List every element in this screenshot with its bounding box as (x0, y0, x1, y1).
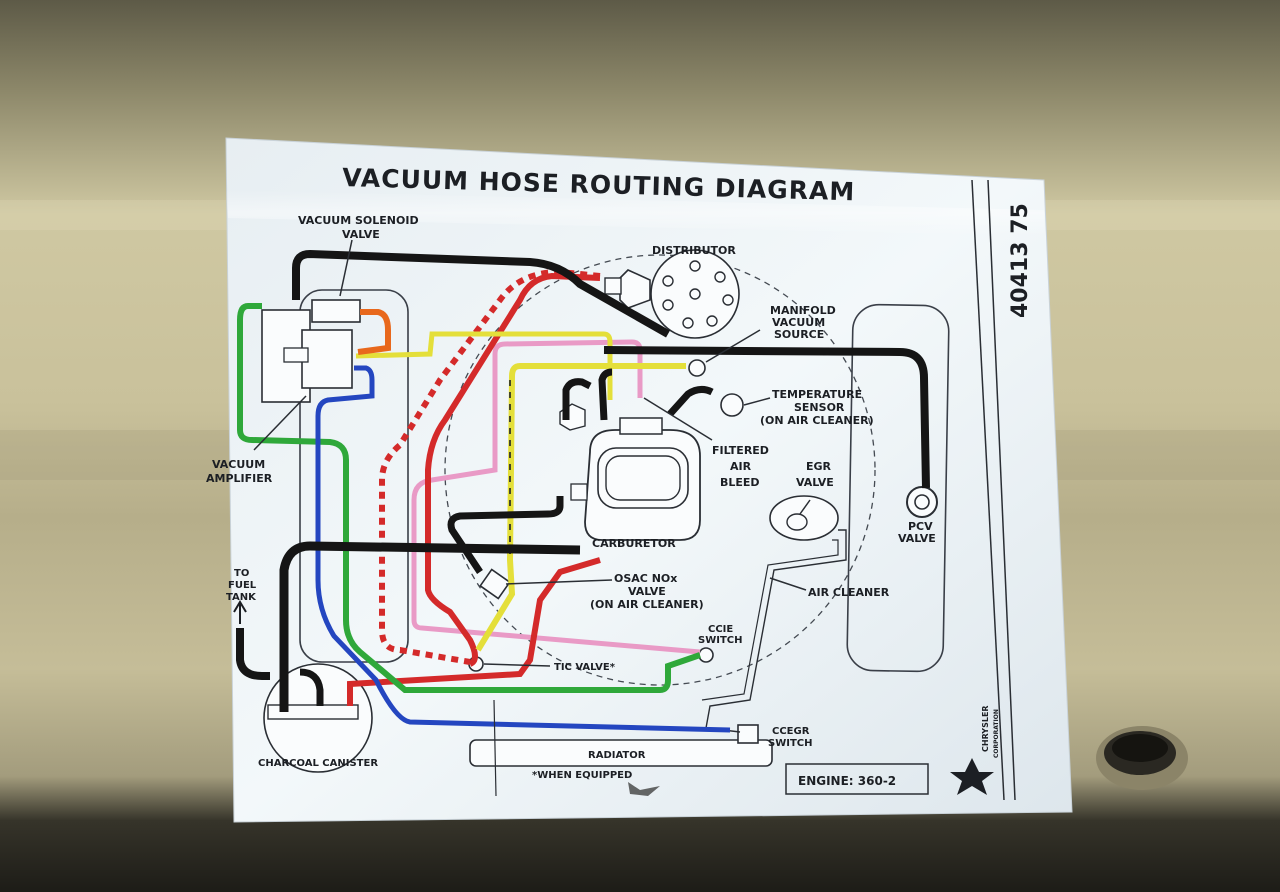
label-filtered-3: BLEED (720, 476, 760, 489)
bolt-hole (1096, 726, 1188, 790)
chrysler-logo: CHRYSLER CORPORATION (950, 705, 1000, 795)
label-ccie-2: SWITCH (698, 635, 742, 646)
hose-black-hook-right (598, 368, 613, 421)
label-ccegr: CCEGR (772, 726, 810, 737)
label-vacuum-solenoid-2: VALVE (342, 228, 380, 241)
radiator (469, 739, 773, 767)
part-number: 40413 75 (1008, 203, 1033, 318)
diagram-labels: VACUUM SOLENOID VALVE DISTRIBUTOR MANIFO… (206, 214, 936, 781)
manifold-source (688, 359, 706, 377)
ccie-switch (698, 647, 714, 663)
label-osac-2: VALVE (628, 585, 666, 598)
label-temperature-2: SENSOR (794, 401, 845, 414)
label-distributor: DISTRIBUTOR (652, 244, 736, 257)
label-egr: EGR (806, 460, 832, 473)
footnote: *WHEN EQUIPPED (532, 770, 632, 781)
right-frame-line-2 (987, 179, 1016, 801)
hose-yellow-upper (355, 331, 613, 400)
decal-tear (628, 782, 660, 796)
hose-dashed-red (379, 268, 601, 665)
label-to-fuel-tank-3: TANK (226, 592, 257, 603)
decal-glare (226, 190, 1045, 236)
label-vacuum-amplifier: VACUUM (212, 458, 265, 471)
label-manifold-3: SOURCE (774, 328, 824, 341)
label-charcoal-canister: CHARCOAL CANISTER (258, 758, 378, 769)
right-frame-line (971, 179, 1005, 801)
hose-black-osac (447, 496, 564, 574)
carburetor (559, 403, 701, 541)
canister-top (267, 704, 359, 720)
hose-black-filter (667, 385, 714, 417)
temperature-sensor (720, 393, 744, 417)
hose-black-canister (299, 668, 324, 706)
engine-label: ENGINE: 360-2 (798, 774, 896, 788)
engine-box (785, 763, 929, 795)
hose-black-hook-left (562, 378, 592, 420)
hose-green (237, 303, 701, 693)
label-manifold-2: VACUUM (772, 316, 825, 329)
label-vacuum-amplifier-2: AMPLIFIER (206, 472, 273, 485)
label-to-fuel-tank-2: FUEL (228, 580, 257, 591)
distributor (604, 249, 740, 339)
firewall-box (299, 289, 409, 663)
fuel-arrow-icon (233, 600, 247, 624)
brand-sub-text: CORPORATION (993, 709, 1000, 758)
label-filtered-2: AIR (730, 460, 752, 473)
label-manifold: MANIFOLD (770, 304, 836, 317)
hose-orange (357, 309, 391, 355)
label-egr-2: VALVE (796, 476, 834, 489)
air-cleaner-duct (705, 529, 847, 733)
label-pcv: PCV (908, 520, 933, 533)
hose-pink (411, 339, 701, 655)
hose-red (347, 272, 601, 706)
label-radiator: RADIATOR (588, 750, 646, 761)
label-pcv-2: VALVE (898, 532, 936, 545)
label-temperature: TEMPERATURE (772, 388, 862, 401)
pcv-valve (906, 486, 938, 518)
leader-lines (253, 239, 811, 667)
pcv-box (846, 303, 950, 673)
label-to-fuel-tank: TO (234, 568, 249, 579)
label-osac-3: (ON AIR CLEANER) (590, 598, 704, 611)
air-cleaner-duct-2 (701, 539, 839, 701)
label-osac: OSAC NOx (614, 572, 677, 585)
ccegr-switch (737, 724, 759, 744)
label-tic-valve: TIC VALVE* (554, 662, 616, 673)
hose-black-carb (279, 541, 581, 712)
label-temperature-3: (ON AIR CLEANER) (760, 414, 874, 427)
air-cleaner-outline (444, 254, 876, 686)
label-ccie: CCIE (708, 624, 733, 635)
hose-yellow (475, 363, 686, 652)
egr-valve (769, 495, 839, 541)
vacuum-amplifier-block (261, 299, 361, 403)
label-carburetor: CARBURETOR (592, 537, 676, 550)
osac-valve (479, 568, 511, 600)
label-ccegr-2: SWITCH (768, 738, 812, 749)
hose-blue (315, 365, 731, 733)
label-vacuum-solenoid: VACUUM SOLENOID (298, 214, 419, 227)
hose-black-top (292, 249, 670, 338)
center-line (493, 699, 497, 797)
hose-black-manifold (603, 346, 930, 489)
label-air-cleaner: AIR CLEANER (808, 586, 890, 599)
hose-black-fuel (236, 628, 270, 680)
label-filtered: FILTERED (712, 444, 769, 457)
brand-text: CHRYSLER (981, 705, 990, 752)
